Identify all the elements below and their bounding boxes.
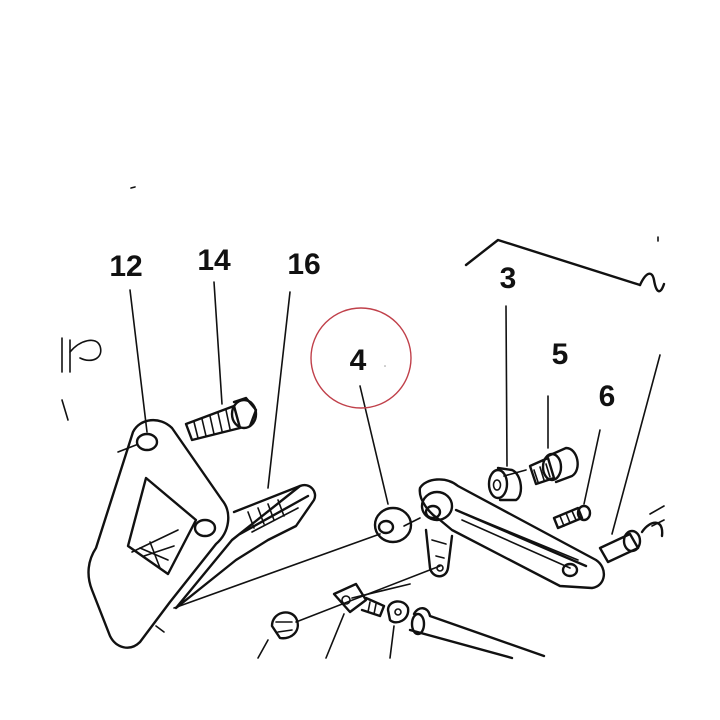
callout-14: 14 <box>197 244 231 277</box>
leader-3 <box>505 305 508 467</box>
callout-3: 3 <box>500 262 517 295</box>
leader-right <box>611 354 661 535</box>
hanger-bracket <box>87 419 230 649</box>
callout-12: 12 <box>109 250 142 283</box>
leader-16 <box>267 291 291 489</box>
callout-5: 5 <box>552 338 569 371</box>
clevis-pin-right <box>598 505 665 564</box>
pin-5 <box>528 446 579 486</box>
highlight-circle <box>310 307 412 409</box>
bolt-14 <box>184 396 258 442</box>
callout-6: 6 <box>599 380 616 413</box>
speck <box>384 365 386 367</box>
callout-16: 16 <box>287 248 320 281</box>
leader-4 <box>359 385 389 505</box>
lower-parts <box>257 582 546 660</box>
screw-6 <box>552 504 592 530</box>
frame-outline <box>464 238 666 293</box>
speck <box>130 186 136 189</box>
brake-arm <box>418 478 605 590</box>
partial-component-left-edge <box>61 337 102 421</box>
assembly-lines <box>173 469 527 623</box>
callout-4: 4 <box>350 344 367 377</box>
washer-4 <box>373 506 413 544</box>
footpeg-16 <box>174 483 317 610</box>
leader-6 <box>583 429 601 505</box>
bushing-3 <box>487 466 523 502</box>
leader-12 <box>129 289 148 433</box>
leader-14 <box>213 281 223 405</box>
leader-lines <box>129 281 661 535</box>
